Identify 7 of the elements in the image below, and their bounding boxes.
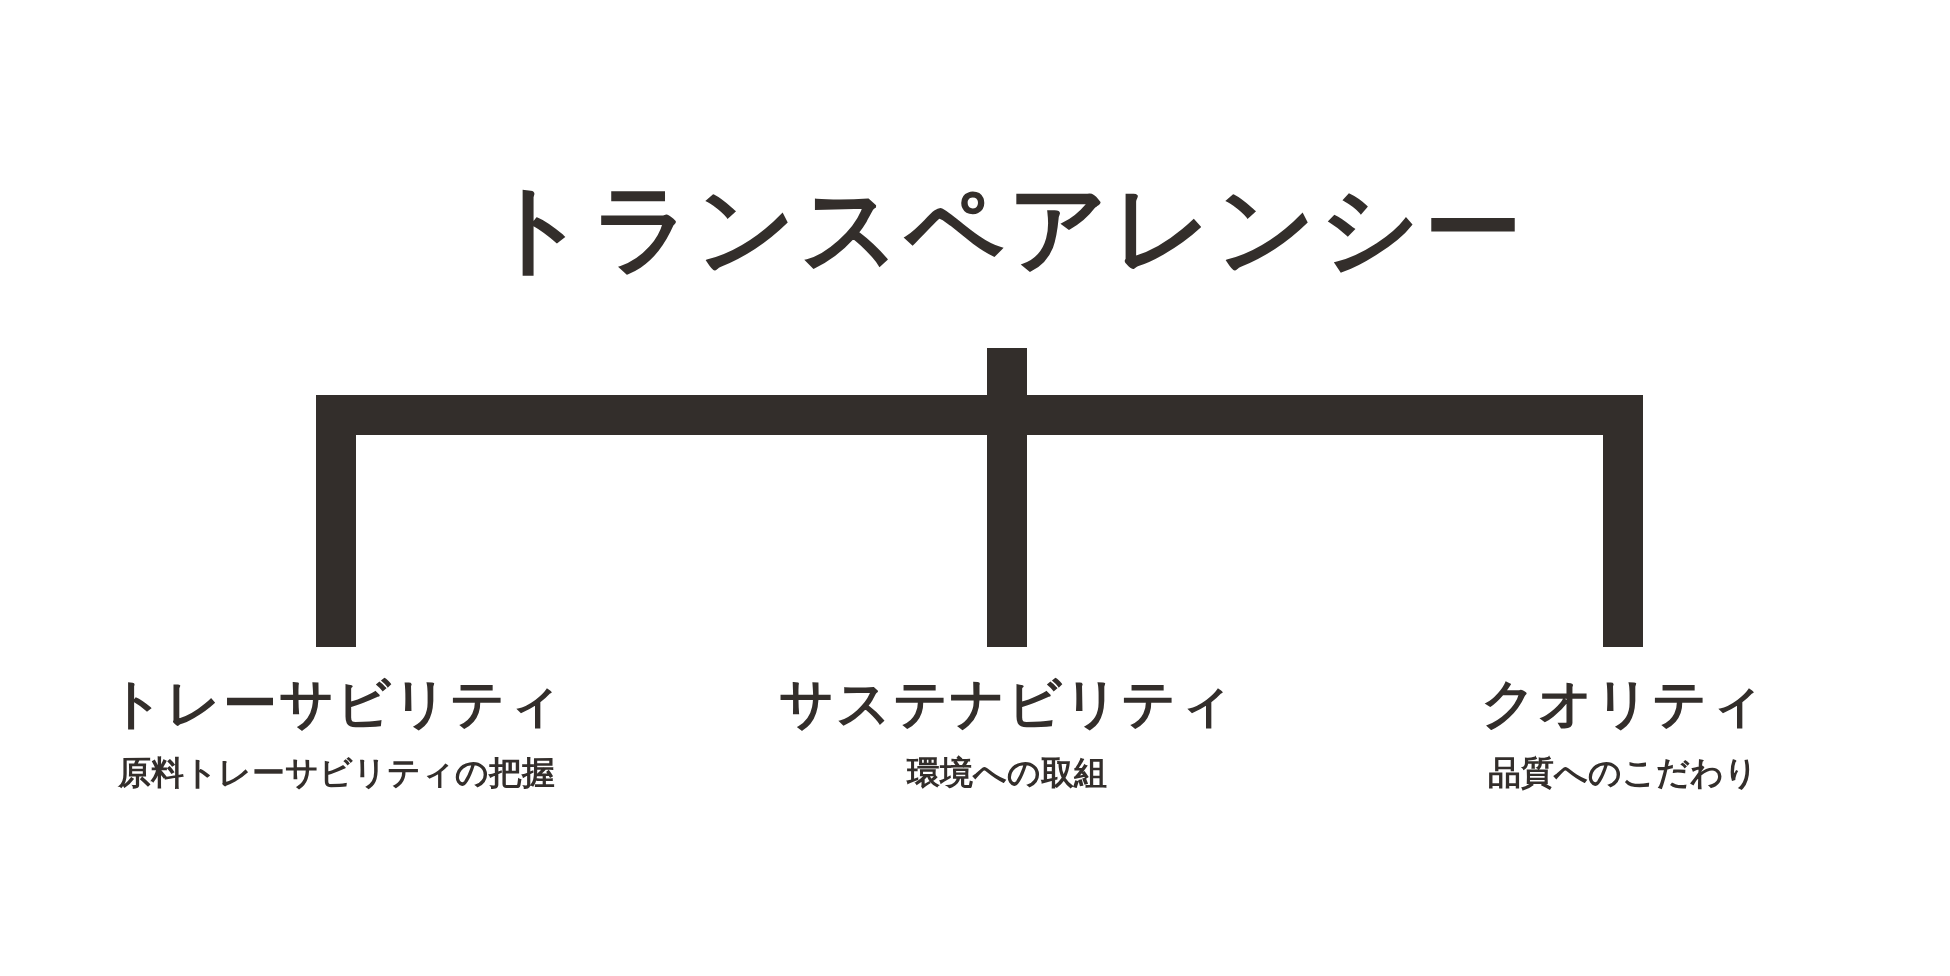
category-heading: サステナビリティ: [779, 671, 1235, 737]
category-description: 原料トレーサビリティの把握: [117, 752, 555, 794]
category-description: 環境への取組: [907, 752, 1107, 794]
category-heading: クオリティ: [1480, 671, 1766, 737]
main-heading: トランスペアレンシー: [488, 170, 1526, 287]
category-heading: トレーサビリティ: [108, 671, 564, 737]
category-description: 品質へのこだわり: [1488, 752, 1758, 794]
